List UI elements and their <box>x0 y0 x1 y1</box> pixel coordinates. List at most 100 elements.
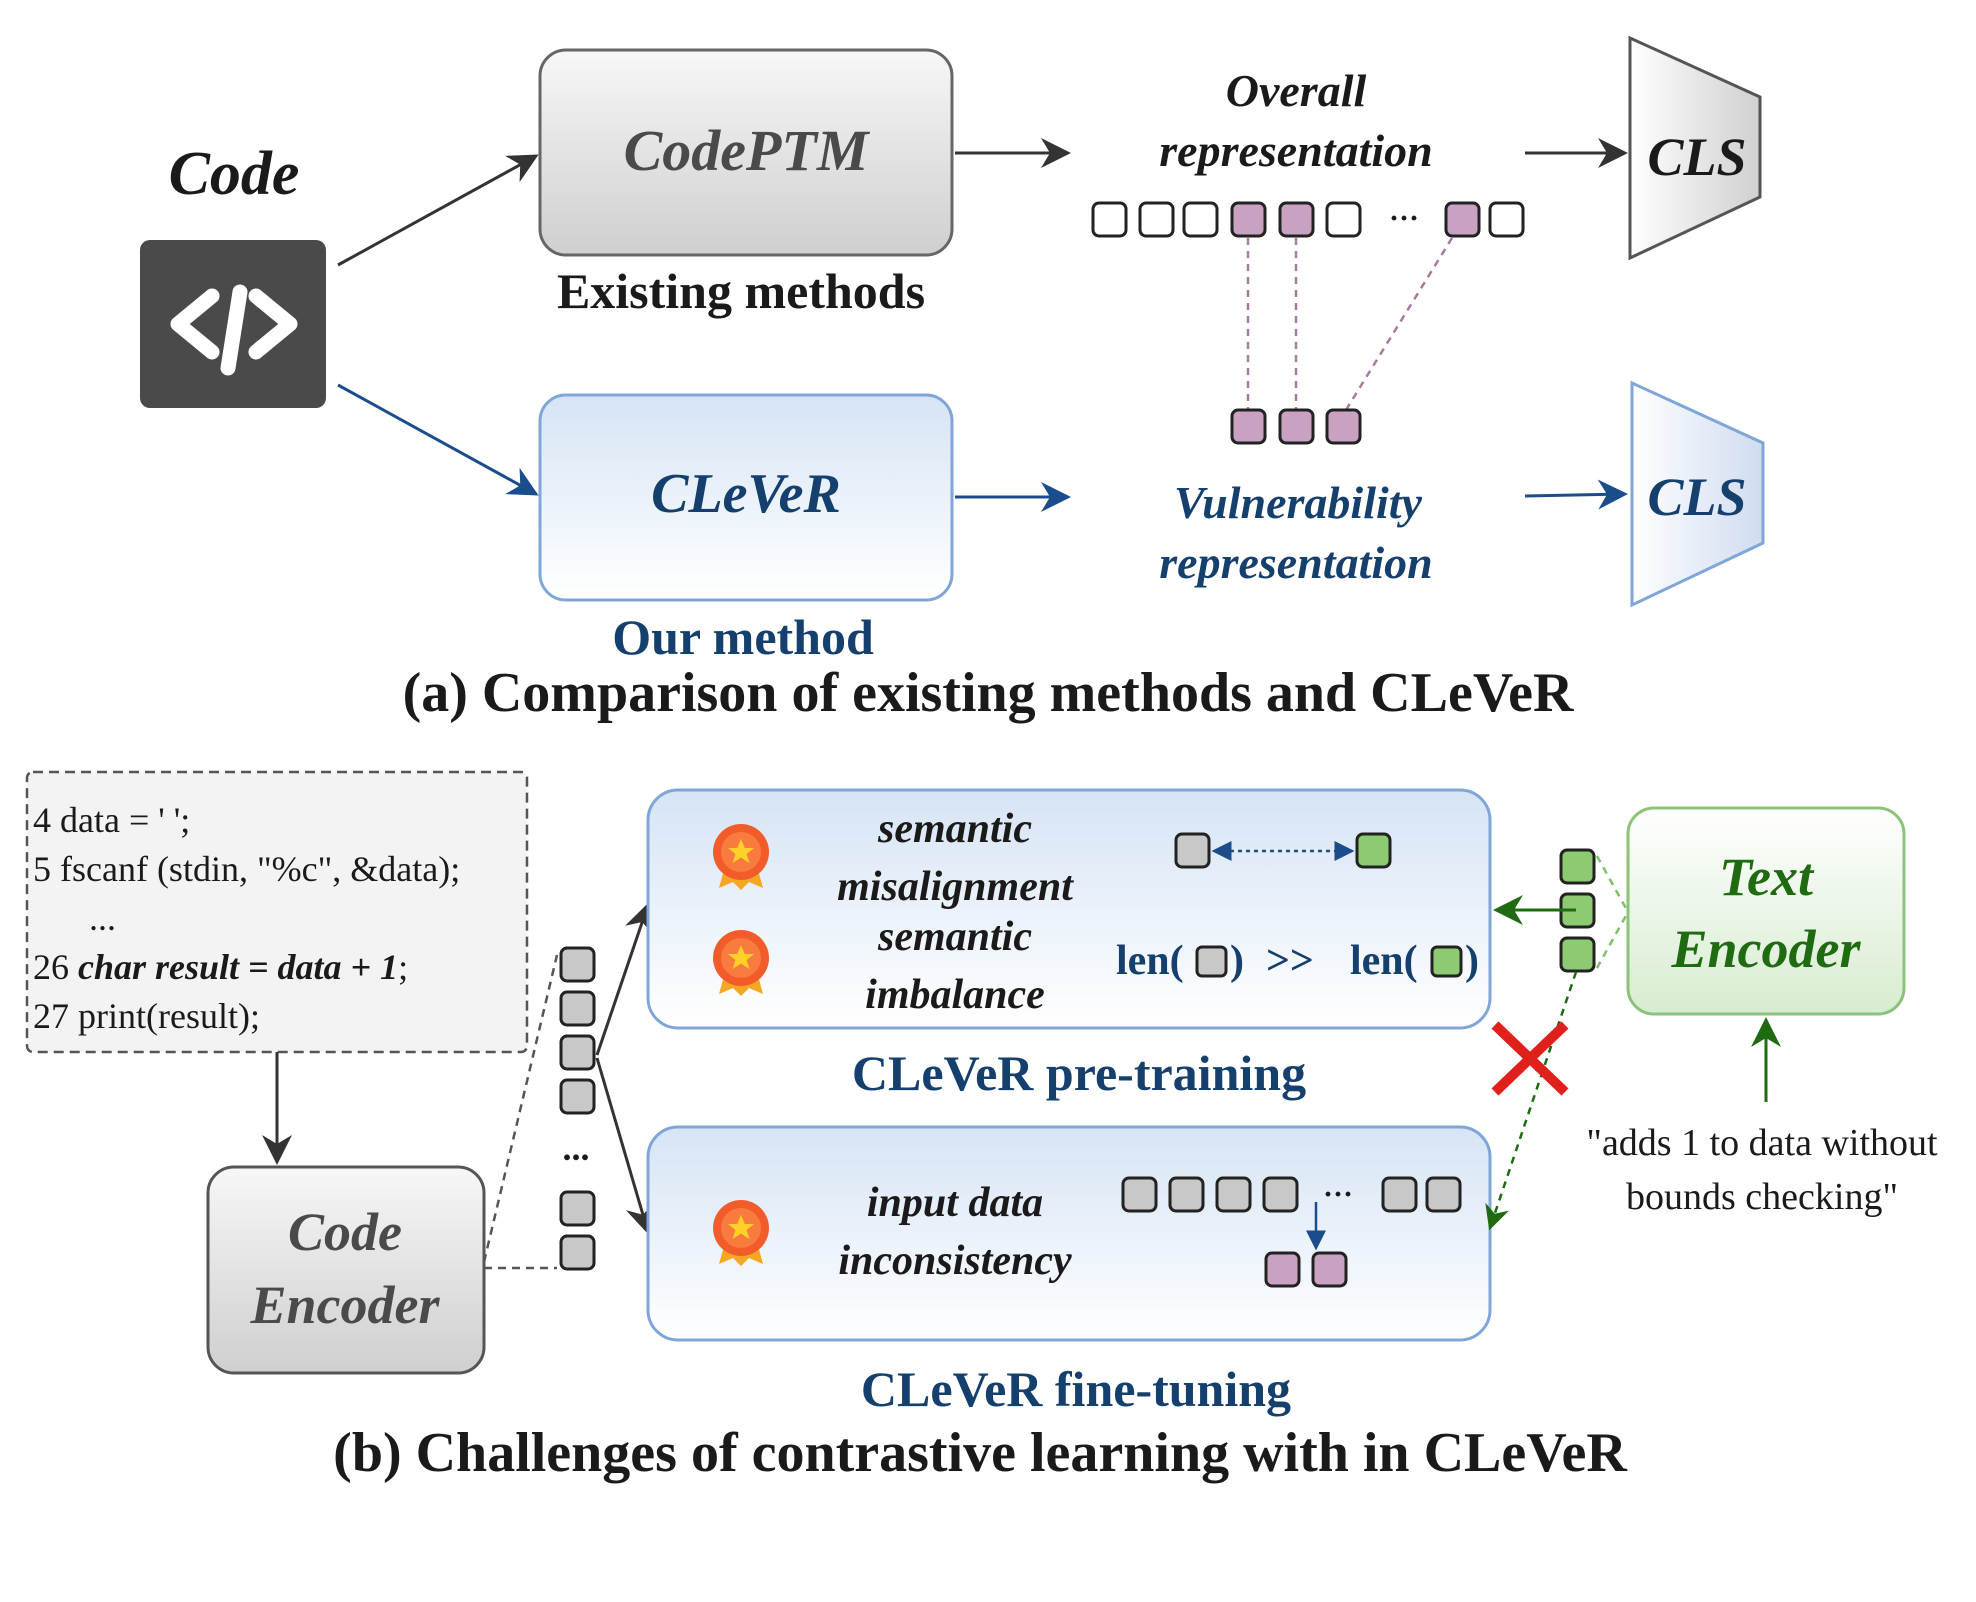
code-line-number: 26 <box>33 947 78 987</box>
code-icon <box>140 240 326 408</box>
code-encoder-box <box>206 1165 486 1375</box>
code-encoder-line1: Code <box>288 1202 402 1262</box>
cross-icon <box>1491 1021 1569 1096</box>
arrow-tokens-to-finetune <box>595 1057 655 1235</box>
token <box>1215 1176 1252 1213</box>
code-snippet-box <box>25 770 529 1054</box>
finetune-ellipsis: ··· <box>1322 1178 1354 1211</box>
text-encoder-box <box>1626 806 1906 1016</box>
token-links <box>1246 237 1454 411</box>
pretrain-item2-line1: semantic <box>878 914 1032 960</box>
cls-top-label: CLS <box>1647 127 1747 187</box>
vuln-line2: representation <box>1159 537 1433 588</box>
encoder-token-links <box>482 954 559 1270</box>
token <box>1262 1176 1299 1213</box>
clever-box <box>538 393 954 602</box>
vuln-token-row <box>1230 408 1362 445</box>
overall-line1: Overall <box>1225 65 1367 116</box>
token <box>559 1034 596 1071</box>
pretrain-item1-line2: misalignment <box>837 864 1073 910</box>
codeptm-box <box>538 48 954 257</box>
finetune-item-line1: input data <box>866 1180 1044 1226</box>
token <box>1278 201 1315 238</box>
token <box>1230 408 1267 445</box>
clever-label: CLeVeR <box>651 463 841 525</box>
code-encoder-line2: Encoder <box>250 1275 440 1335</box>
token <box>559 990 596 1027</box>
token <box>1425 1176 1462 1213</box>
token <box>1230 201 1267 238</box>
token <box>1559 936 1596 973</box>
code-line: 27 print(result); <box>33 992 460 1041</box>
finetune-token-row <box>1121 1176 1462 1213</box>
caption-a: (a) Comparison of existing methods and C… <box>402 662 1574 724</box>
token <box>1091 201 1128 238</box>
token <box>559 1078 596 1115</box>
token <box>1355 832 1392 869</box>
text-encoder-line1: Text <box>1719 847 1813 907</box>
codeptm-label: CodePTM <box>623 118 869 183</box>
arrow-vuln-to-cls <box>1524 479 1628 510</box>
len-gt: >> <box>1266 938 1314 984</box>
cls-bottom-label: CLS <box>1647 467 1747 527</box>
code-line: 4 data = ' '; <box>33 796 460 845</box>
len-right-close: ) <box>1465 938 1479 984</box>
token <box>1325 201 1362 238</box>
code-line-text: char result = data + 1 <box>78 947 399 987</box>
caption-b: (b) Challenges of contrastive learning w… <box>333 1422 1627 1484</box>
token <box>1325 408 1362 445</box>
code-line-number: 27 <box>33 996 78 1036</box>
code-line: 26 char result = data + 1; <box>33 943 460 992</box>
code-line: ... <box>33 894 460 943</box>
arrow-text-to-finetune <box>1485 971 1578 1231</box>
code-line-text: fscanf (stdin, "%c", &data); <box>60 849 461 889</box>
medal-icon <box>713 824 769 890</box>
token <box>1488 201 1525 238</box>
arrow-code-to-clever <box>337 383 539 496</box>
token <box>559 1234 596 1271</box>
overall-line2: representation <box>1159 125 1433 176</box>
text-encoder-line2: Encoder <box>1671 919 1861 979</box>
token <box>1264 1251 1301 1288</box>
code-line: 5 fscanf (stdin, "%c", &data); <box>33 845 460 894</box>
pretrain-item2-line2: imbalance <box>865 972 1045 1018</box>
finetune-caption: CLeVeR fine-tuning <box>860 1361 1292 1417</box>
token <box>559 946 596 983</box>
finetune-item-line2: inconsistency <box>838 1238 1072 1284</box>
token <box>1559 848 1596 885</box>
code-snippet: 4 data = ' ';5 fscanf (stdin, "%c", &dat… <box>33 796 460 1041</box>
token <box>1430 945 1463 978</box>
overall-token-row <box>1091 201 1525 238</box>
overall-ellipsis: ··· <box>1388 202 1420 235</box>
pretrain-caption: CLeVeR pre-training <box>851 1045 1307 1101</box>
quote-line2: bounds checking" <box>1626 1176 1898 1218</box>
token <box>1168 1176 1205 1213</box>
token <box>1444 201 1481 238</box>
len-left-open: len( <box>1116 938 1184 984</box>
arrow-tokens-to-pretrain <box>595 902 654 1056</box>
code-line-text: data = ' '; <box>60 800 191 840</box>
code-label: Code <box>168 140 300 208</box>
token <box>1121 1176 1158 1213</box>
cls-top-shape <box>1628 35 1762 261</box>
code-line-text: ... <box>89 898 116 938</box>
token <box>559 1190 596 1227</box>
code-line-suffix: ; <box>398 947 409 987</box>
quote-line1: "adds 1 to data without <box>1586 1122 1938 1164</box>
pretrain-item1-line1: semantic <box>878 806 1032 852</box>
token <box>1381 1176 1418 1213</box>
code-token-column <box>559 946 596 1271</box>
code-line-number: 4 <box>33 800 60 840</box>
token <box>1311 1251 1348 1288</box>
len-left-close: ) <box>1230 938 1244 984</box>
token <box>1182 201 1219 238</box>
code-line-number: 5 <box>33 849 60 889</box>
cls-bottom-shape <box>1630 380 1765 608</box>
our-method-label: Our method <box>612 609 874 665</box>
token <box>1174 832 1211 869</box>
code-line-text: print(result); <box>78 996 260 1036</box>
finetune-selected-tokens <box>1264 1251 1348 1288</box>
token-ellipsis: ... <box>562 1128 590 1168</box>
len-right-open: len( <box>1350 938 1418 984</box>
